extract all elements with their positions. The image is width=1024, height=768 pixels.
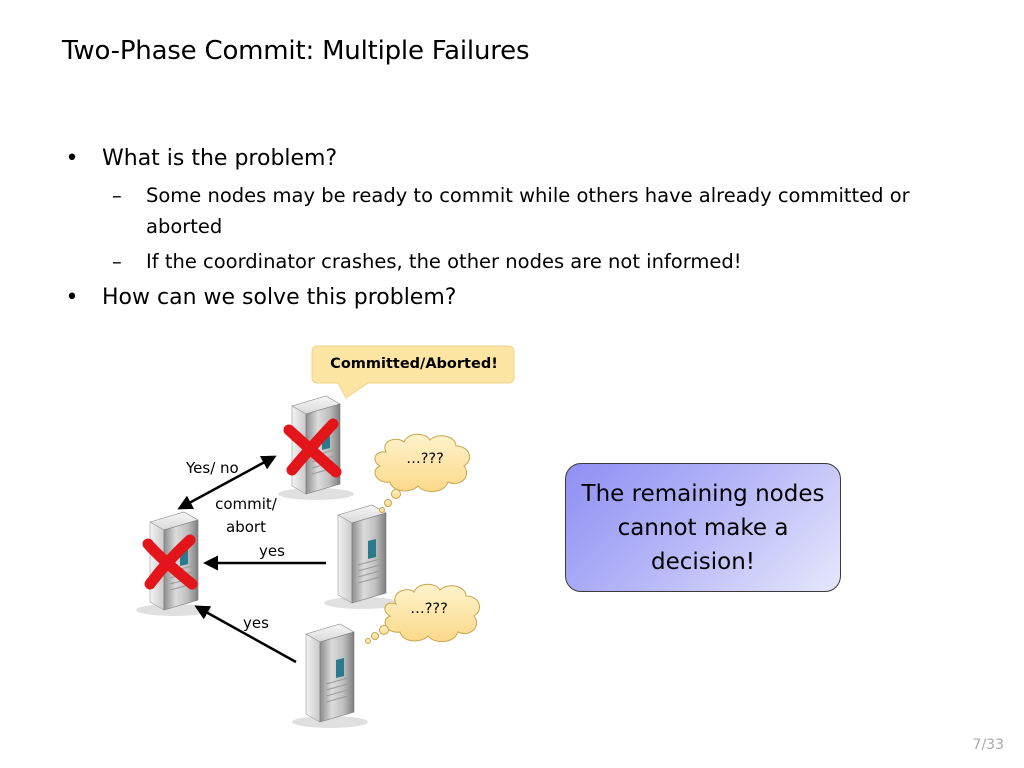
arrow-label: yes xyxy=(243,614,269,632)
thought-bubble-icon xyxy=(365,583,481,644)
slide-title: Two-Phase Commit: Multiple Failures xyxy=(62,36,530,66)
sub-bullet-text: If the coordinator crashes, the other no… xyxy=(146,250,742,273)
bullet-text: How can we solve this problem? xyxy=(102,285,457,310)
sub-bullet-item: – If the coordinator crashes, the other … xyxy=(62,246,982,277)
speech-bubble-icon xyxy=(311,345,515,399)
arrow-icon xyxy=(194,605,297,664)
bullet-marker: • xyxy=(65,285,79,310)
arrow-label-line: commit/ xyxy=(215,495,277,513)
thought-bubble-icon xyxy=(374,433,471,513)
callout-text: Committed/Aborted! xyxy=(330,356,498,372)
sub-bullet-text: Some nodes may be ready to commit while … xyxy=(146,184,910,238)
bullet-text: What is the problem? xyxy=(102,146,338,171)
server-icon xyxy=(291,623,369,729)
bullet-item: • How can we solve this problem? xyxy=(62,281,982,315)
arrow-label: yes xyxy=(259,542,285,560)
bullet-item: • What is the problem? xyxy=(62,142,982,176)
arrow-label: commit/ abort xyxy=(210,493,282,539)
page-number: 7/33 xyxy=(972,737,1004,753)
server-icon xyxy=(323,504,401,610)
arrow-label: Yes/ no xyxy=(186,459,239,477)
bullet-marker: • xyxy=(65,146,79,171)
sub-bullet-marker: – xyxy=(112,184,122,207)
bullet-list: • What is the problem? – Some nodes may … xyxy=(62,142,982,315)
sub-bullet-marker: – xyxy=(112,250,122,273)
sub-bullet-item: – Some nodes may be ready to commit whil… xyxy=(62,180,982,242)
thought-text: …??? xyxy=(410,601,448,617)
thought-text: …??? xyxy=(406,451,444,467)
arrow-icon xyxy=(177,455,277,510)
conclusion-text: The remaining nodes cannot make a decisi… xyxy=(581,480,825,575)
arrow-label-line: abort xyxy=(226,518,266,536)
crash-x-icon xyxy=(142,534,198,590)
conclusion-box: The remaining nodes cannot make a decisi… xyxy=(565,463,841,592)
crash-x-icon xyxy=(283,418,342,478)
